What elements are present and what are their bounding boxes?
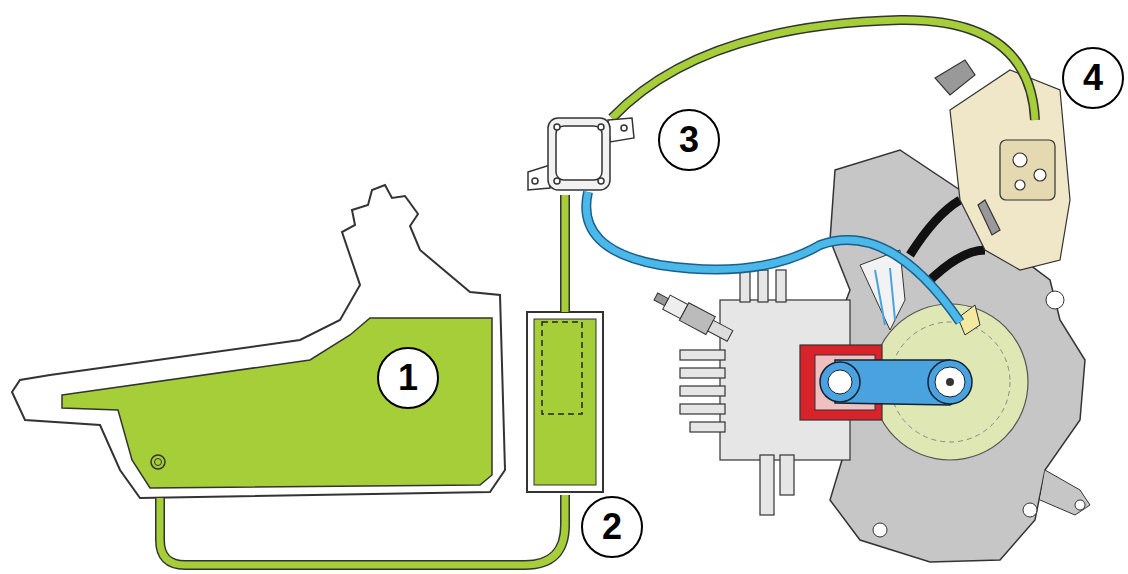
callout-number: 2: [602, 509, 622, 545]
callout-number: 3: [679, 122, 699, 158]
callout-circle: 2: [581, 496, 643, 558]
fuel-tank: [12, 185, 505, 498]
callout-circle: 3: [658, 109, 720, 171]
spark-plug: [651, 288, 735, 345]
callout-circle: 4: [1062, 47, 1124, 109]
fuel: [62, 318, 492, 488]
carburettor: [935, 60, 1070, 270]
fuel-pump: [528, 118, 634, 190]
fuel-filter: [527, 312, 603, 492]
callout-number: 4: [1083, 60, 1103, 96]
callout-circle: 1: [377, 347, 439, 409]
callout-number: 1: [398, 360, 418, 396]
